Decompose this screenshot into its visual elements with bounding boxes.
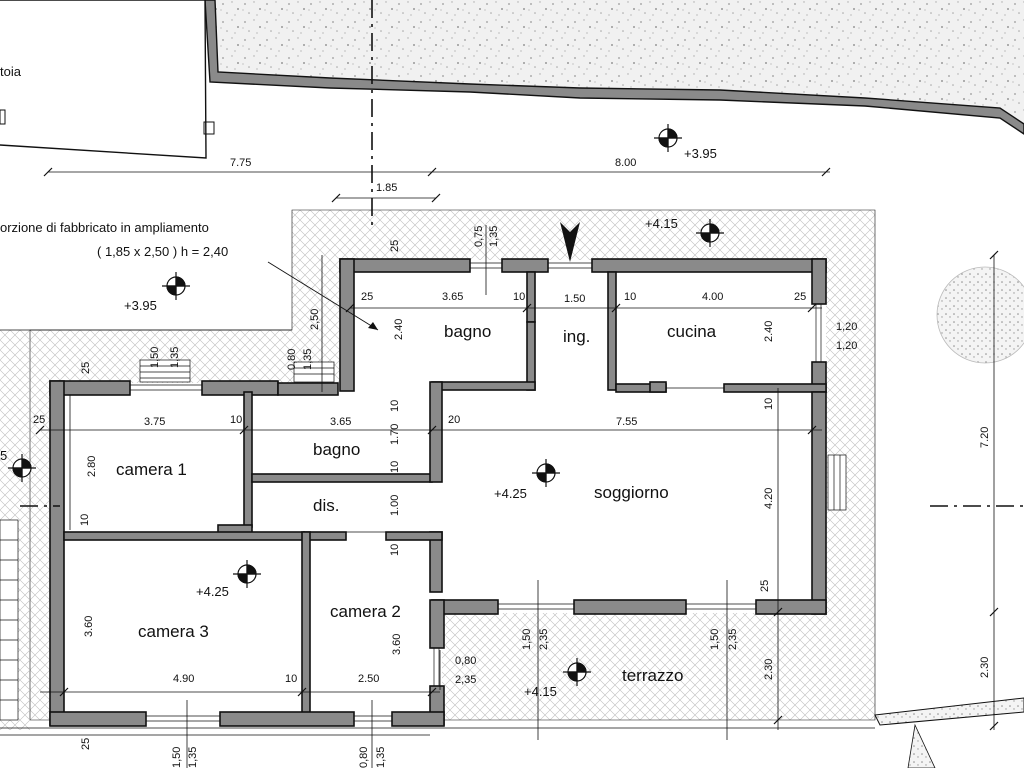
section-axes [20, 0, 1024, 507]
tree [936, 266, 1024, 364]
dim-label: 10 [389, 400, 401, 412]
dim-label: 1,35 [187, 747, 199, 768]
elevation-markers [8, 124, 724, 686]
dim-label: 10 [763, 398, 775, 410]
dim-label: 1,20 [836, 340, 857, 352]
dim-label: 10 [513, 291, 525, 303]
dim-label: 1,35 [302, 349, 314, 370]
top-dimension-labels: 7.75 8.00 1.85 [230, 157, 636, 194]
room-camera-1: camera 1 [116, 460, 187, 479]
dim-label: 4.90 [173, 673, 194, 685]
dim-label: 10 [230, 414, 242, 426]
openings [130, 262, 822, 722]
dim-label: 10 [389, 461, 401, 473]
dim-label: 0,75 [473, 226, 485, 247]
dim-label: 0,80 [358, 747, 370, 768]
dim-label: 3.60 [83, 616, 95, 637]
dim-label: 3.75 [144, 416, 165, 428]
dim-label: 10 [624, 291, 636, 303]
dim-label: 7.20 [979, 427, 991, 448]
neighbor-building [0, 0, 207, 159]
dim-label: 10 [79, 514, 91, 526]
room-cucina: cucina [667, 322, 717, 341]
dim-label: 2.80 [86, 456, 98, 477]
dim-label: 2.30 [979, 657, 991, 678]
dim-label: 1,20 [836, 321, 857, 333]
entrance-arrow-icon [560, 222, 580, 262]
room-disimpegno: dis. [313, 496, 339, 515]
steps [0, 359, 847, 721]
elev-label: +3.95 [684, 146, 717, 161]
dim-label: 2.30 [763, 659, 775, 680]
dim-label: 1,50 [521, 629, 533, 650]
dim-label: 25 [80, 738, 92, 750]
dim-label: 1.70 [389, 424, 401, 445]
dim-label: 1.50 [564, 293, 585, 305]
plan-dimension-labels: 25 3.65 10 1.50 10 4.00 25 1,20 1,20 3.7… [33, 291, 857, 686]
elevation-labels: +3.95 +4.15 +3.95 +4.25 +4.25 +4.15 5 [0, 146, 717, 699]
dim-label: 4.20 [763, 488, 775, 509]
dim-label: 1.85 [376, 182, 397, 194]
dim-label: 3.65 [330, 416, 351, 428]
dim-label: 3.65 [442, 291, 463, 303]
room-ingresso: ing. [563, 327, 590, 346]
room-terrazzo: terrazzo [622, 666, 683, 685]
dim-label: 10 [389, 544, 401, 556]
vertical-dimension-labels: 25 0,75 1,35 2,50 2.40 2.40 25 1,50 1,35… [79, 226, 991, 768]
dim-label: 2,35 [727, 629, 739, 650]
dim-label: 1.00 [389, 495, 401, 516]
dimension-ticks [35, 167, 999, 731]
room-bagno-mid: bagno [313, 440, 360, 459]
dim-label: 8.00 [615, 157, 636, 169]
dim-label: 2,50 [309, 309, 321, 330]
dim-label: 10 [285, 673, 297, 685]
dimension-lines [40, 171, 995, 768]
note-line-2: ( 1,85 x 2,50 ) h = 2,40 [97, 244, 228, 259]
elev-label: +4.25 [494, 486, 527, 501]
dim-label: 2,35 [455, 674, 476, 686]
note-line-1: orzione di fabbricato in ampliamento [0, 220, 209, 235]
walls [49, 258, 827, 727]
neighbor-label: toia [0, 64, 22, 79]
retaining-wall [204, 0, 1024, 135]
leader-line [267, 261, 379, 331]
room-bagno-top: bagno [444, 322, 491, 341]
dim-label: 2.40 [393, 319, 405, 340]
dim-label: 1,35 [375, 747, 387, 768]
dim-label: 0,80 [286, 349, 298, 370]
dim-label: 1,35 [169, 347, 181, 368]
garden-path [874, 697, 1024, 726]
elev-label: 5 [0, 448, 7, 463]
dim-label: 25 [759, 580, 771, 592]
dim-label: 1,50 [149, 347, 161, 368]
room-camera-2: camera 2 [330, 602, 401, 621]
elev-label: +4.15 [524, 684, 557, 699]
elev-label: +3.95 [124, 298, 157, 313]
dim-label: 2.50 [358, 673, 379, 685]
dim-label: 25 [361, 291, 373, 303]
dim-label: 7.55 [616, 416, 637, 428]
dim-label: 1,50 [709, 629, 721, 650]
dim-label: 0,80 [455, 655, 476, 667]
dim-label: 1,50 [171, 747, 183, 768]
dim-label: 1,35 [488, 226, 500, 247]
elev-label: +4.25 [196, 584, 229, 599]
dim-label: 25 [389, 240, 401, 252]
dim-label: 25 [80, 362, 92, 374]
room-camera-3: camera 3 [138, 622, 209, 641]
dim-label: 7.75 [230, 157, 251, 169]
dim-label: 2,35 [538, 629, 550, 650]
dim-label: 4.00 [702, 291, 723, 303]
dim-label: 25 [794, 291, 806, 303]
dim-label: 20 [448, 414, 460, 426]
building-interior [52, 260, 826, 723]
elev-label: +4.15 [645, 216, 678, 231]
dim-label: 2.40 [763, 321, 775, 342]
room-soggiorno: soggiorno [594, 483, 669, 502]
room-labels: bagno ing. cucina bagno camera 1 dis. so… [116, 322, 717, 685]
dim-label: 3.60 [391, 634, 403, 655]
dim-label: 25 [33, 414, 45, 426]
